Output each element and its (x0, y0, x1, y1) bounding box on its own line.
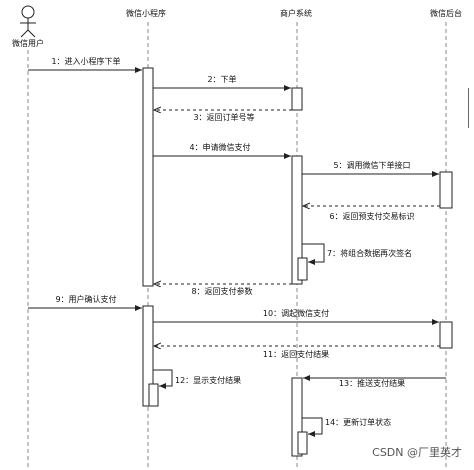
message-9-label: 9：用户确认支付 (55, 294, 116, 304)
actor-head (21, 5, 35, 19)
participant-merchant-label: 商户系统 (280, 8, 312, 18)
message-1-label: 1：进入小程序下单 (51, 56, 120, 66)
activation-app-1 (142, 67, 154, 287)
message-3-label: 3：返回订单号等 (193, 112, 254, 122)
participant-wechat-label: 微信后台 (430, 8, 462, 18)
clipped-panel-edge (468, 88, 474, 128)
message-7-label: 7：将组合数据再次签名 (327, 248, 412, 258)
watermark: CSDN @厂里英才 (372, 445, 462, 459)
activation-wechat-1 (439, 171, 453, 209)
activation-merchant-3 (291, 377, 303, 457)
participant-user-label: 微信用户 (12, 38, 44, 48)
activation-merchant-self-14 (297, 431, 308, 455)
message-8-label: 8：返回支付参数 (191, 286, 252, 296)
activation-wechat-2 (439, 321, 453, 349)
message-11-label: 11：返回支付结果 (263, 349, 329, 359)
message-14-arrow (302, 417, 323, 437)
message-12-label: 12：显示支付结果 (175, 375, 241, 385)
message-4-label: 4：申请微信支付 (189, 142, 250, 152)
actor-leg-right (27, 29, 36, 38)
actor-leg-left (20, 29, 29, 38)
user-actor: 微信用户 (12, 5, 44, 48)
message-2-label: 2：下单 (207, 74, 236, 84)
message-5-label: 5：调用微信下单接口 (333, 160, 410, 170)
message-10-label: 10：调起微信支付 (263, 308, 329, 318)
message-6-label: 6：返回预支付交易标识 (329, 211, 414, 221)
message-13-label: 13：推送支付结果 (339, 378, 405, 388)
activation-merchant-self-7 (297, 257, 308, 281)
activation-merchant-1 (291, 87, 303, 111)
activation-merchant-2 (291, 155, 303, 285)
activation-app-2 (142, 305, 154, 407)
message-7-arrow (302, 243, 325, 265)
message-14-label: 14：更新订单状态 (325, 417, 391, 427)
message-12-arrow (153, 369, 173, 389)
participant-app-label: 微信小程序 (126, 8, 166, 18)
activation-app-self-12 (148, 383, 159, 407)
